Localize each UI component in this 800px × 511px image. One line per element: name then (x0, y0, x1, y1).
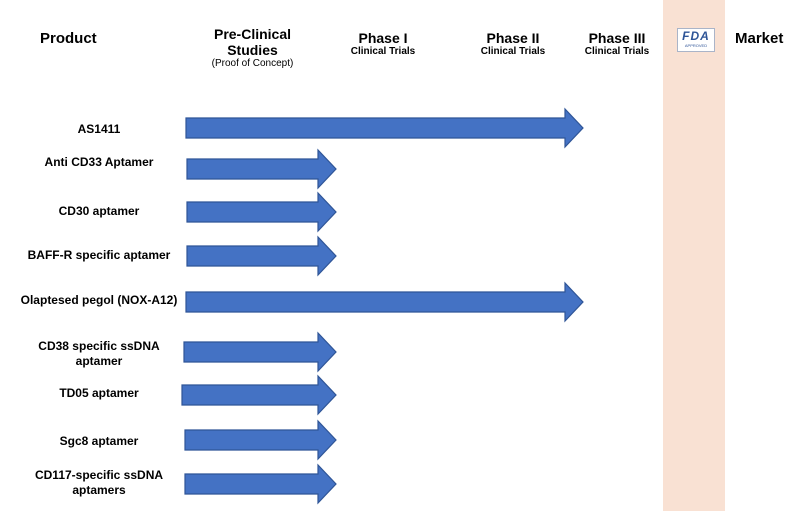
progress-arrow (185, 281, 584, 323)
header-phase-3: Phase III Clinical Trials (577, 30, 657, 58)
header-preclinical: Pre-Clinical Studies (Proof of Concept) (190, 26, 315, 70)
header-preclinical-sub: (Proof of Concept) (211, 58, 294, 70)
header-market: Market (735, 30, 783, 47)
product-label: AS1411 (77, 122, 121, 136)
header-phase-3-sub: Clinical Trials (584, 46, 650, 58)
progress-arrow (181, 374, 337, 416)
progress-arrow (184, 419, 337, 461)
progress-arrow (186, 148, 337, 190)
header-market-label: Market (735, 30, 784, 47)
header-phase-2-sub: Clinical Trials (480, 46, 546, 58)
product-label: TD05 aptamer (59, 386, 139, 400)
product-label: BAFF-R specific aptamer (27, 248, 171, 262)
product-label: Olaptesed pegol (NOX-A12) (20, 293, 178, 307)
header-phase-2-title: Phase II (486, 30, 540, 46)
fda-logo-text: FDA (682, 29, 710, 43)
header-preclinical-title: Pre-Clinical Studies (213, 26, 292, 59)
fda-approved-logo: FDA APPROVED (677, 28, 715, 52)
header-phase-2: Phase II Clinical Trials (473, 30, 553, 58)
progress-arrow (186, 191, 337, 233)
header-product: Product (40, 30, 97, 47)
header-product-label: Product (40, 30, 97, 47)
product-label: CD38 specific ssDNA aptamer (38, 339, 160, 368)
progress-arrow (185, 107, 584, 149)
fda-approval-band (663, 0, 725, 511)
fda-logo-sub: APPROVED (684, 43, 708, 48)
product-label: CD30 aptamer (58, 204, 140, 218)
product-label: Anti CD33 Aptamer (44, 155, 154, 169)
header-phase-3-title: Phase III (588, 30, 646, 46)
progress-arrow (184, 463, 337, 505)
header-phase-1-sub: Clinical Trials (350, 46, 416, 58)
header-phase-1-title: Phase I (358, 30, 408, 46)
progress-arrow (183, 331, 337, 373)
product-label: CD117-specific ssDNA aptamers (34, 468, 164, 497)
header-phase-1: Phase I Clinical Trials (343, 30, 423, 58)
product-label: Sgc8 aptamer (59, 434, 139, 448)
progress-arrow (186, 235, 337, 277)
